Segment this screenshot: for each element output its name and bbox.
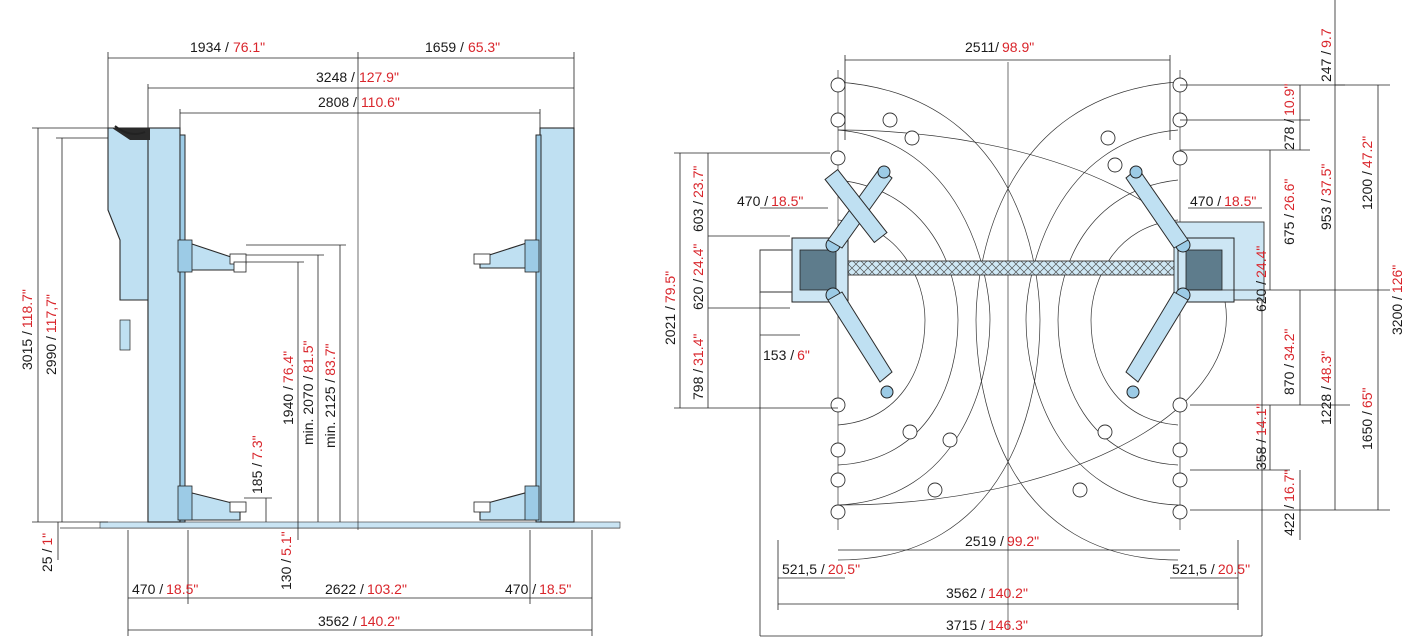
dim-base-2622: 2622 /103.2"	[325, 581, 407, 597]
dim-inner-width: 2808 /110.6"	[318, 94, 400, 110]
dim-left-153: 153 /6"	[763, 347, 810, 363]
dim-right-278: 278 /10.9"	[1281, 84, 1297, 150]
dim-overall-width: 3248 /127.9"	[316, 69, 399, 85]
dim-min-2070: min. 2070 /81.5"	[300, 340, 316, 445]
dim-right-422: 422 /16.7"	[1281, 470, 1297, 536]
left-post-top	[759, 165, 894, 399]
dim-height-column: 2990 /117,7"	[43, 294, 59, 375]
base-plate	[99, 521, 621, 529]
dim-base-3562: 3562 /140.2"	[318, 613, 400, 629]
left-post	[107, 125, 247, 523]
dim-right-953: 953 /37.5"	[1318, 164, 1334, 230]
dim-right-3200: 3200 /126"	[1389, 265, 1405, 335]
dim-bottom-3562: 3562 /140.2"	[946, 585, 1028, 601]
dim-right-358: 358 /14.1"	[1253, 404, 1269, 470]
dim-left-603: 603 /23.7"	[690, 166, 706, 232]
dim-left-620: 620 /24.4"	[690, 244, 706, 310]
dim-pad-130: 130 /5.1"	[278, 531, 294, 590]
dim-right-247: 247 /9.7	[1318, 28, 1334, 82]
left-rail	[830, 70, 958, 530]
dim-right-1228: 1228 /48.3"	[1318, 351, 1334, 425]
dim-base-470-left: 470 /18.5"	[132, 581, 198, 597]
dim-min-2125: min. 2125 /83.7"	[322, 343, 338, 448]
dim-right-470: 470 /18.5"	[1190, 193, 1256, 209]
dim-right-870: 870 /34.2"	[1281, 329, 1297, 395]
dim-bottom-521-left: 521,5 /20.5"	[782, 561, 860, 577]
right-post	[473, 127, 575, 523]
dim-right-675: 675 /26.6"	[1281, 179, 1297, 245]
dim-bottom-3715: 3715 /146.3"	[946, 617, 1028, 633]
dim-right-1200: 1200 /47.2"	[1359, 136, 1375, 210]
dim-left-798: 798 /31.4"	[690, 334, 706, 400]
dim-left-470: 470 /18.5"	[737, 193, 803, 209]
dim-bottom-521-right: 521,5 /20.5"	[1172, 561, 1250, 577]
right-rail	[1072, 70, 1188, 530]
dim-left-2021: 2021 /79.5"	[662, 271, 678, 345]
top-view: 2511/98.9" 470 /18.5" 470 /18.5" 153 /6"…	[662, 0, 1405, 637]
dim-base-470-right: 470 /18.5"	[505, 581, 571, 597]
dim-bottom-2519: 2519 /99.2"	[965, 533, 1039, 549]
dim-lift-height: 1940 /76.4"	[280, 351, 296, 425]
dim-height-total: 3015 /118.7"	[19, 289, 35, 370]
right-post-top	[1125, 165, 1265, 399]
dim-top-left: 1934 /76.1"	[190, 39, 265, 55]
dim-right-1650: 1650 /65"	[1359, 387, 1375, 450]
dim-top-2511: 2511/98.9"	[965, 39, 1034, 55]
dim-base-25: 25 /1"	[39, 533, 55, 572]
dim-pad-185: 185 /7.3"	[249, 435, 265, 494]
floor-cover	[844, 260, 1176, 276]
front-view: 1934 /76.1" 1659 /65.3" 3248 /127.9" 280…	[19, 39, 621, 636]
dim-right-620: 620 /24.4"	[1253, 246, 1269, 312]
dim-top-right: 1659 /65.3"	[425, 39, 500, 55]
